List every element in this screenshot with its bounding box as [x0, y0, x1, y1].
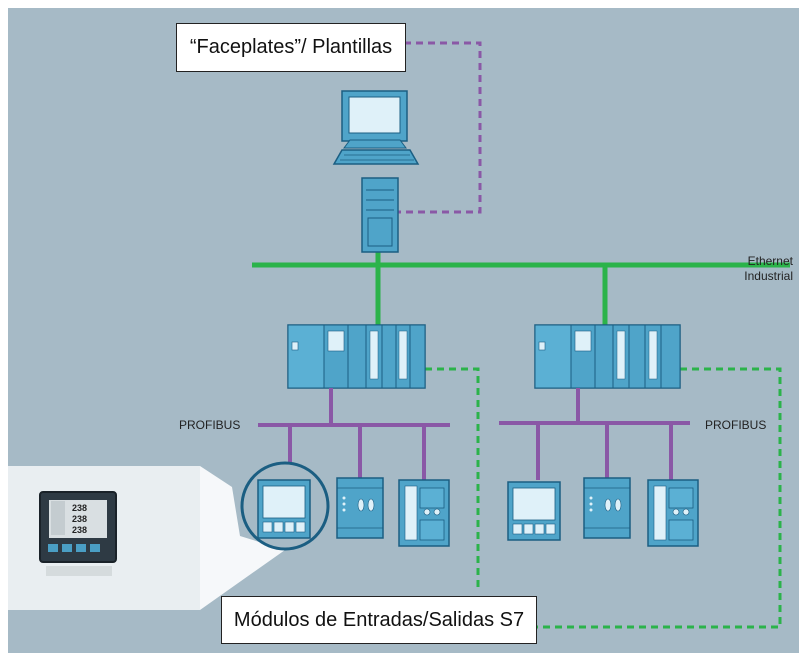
meter-reading-2: 238	[72, 514, 87, 524]
plc-rack-left	[287, 324, 426, 389]
meter-reflection	[46, 566, 112, 576]
meter-side-indicators	[51, 501, 65, 535]
meter-button-4	[90, 544, 100, 552]
io-module-left	[336, 477, 384, 539]
plc-rack-right	[534, 324, 681, 389]
meter-button-1	[48, 544, 58, 552]
power-meter-photo: 238 238 238	[39, 491, 117, 576]
switchgear-right	[647, 479, 699, 547]
meter-reading-3: 238	[72, 525, 87, 535]
server-tower	[361, 177, 399, 253]
switchgear-left	[398, 479, 450, 547]
io-link-right	[535, 367, 782, 629]
io-modules-label: Módulos de Entradas/Salidas S7	[221, 596, 537, 644]
faceplates-label: “Faceplates”/ Plantillas	[176, 23, 406, 72]
profibus-left-label: PROFIBUS	[179, 418, 241, 432]
ethernet-label: Ethernet Industrial	[744, 254, 793, 284]
power-meter-left	[257, 479, 311, 539]
pc-stand	[343, 139, 407, 149]
io-module-right	[583, 477, 631, 539]
server-body	[361, 177, 399, 253]
plc-right-psu	[534, 324, 572, 389]
zoom-callout-wedge	[200, 466, 285, 610]
pc-workstation	[332, 90, 420, 165]
pc-screen	[348, 96, 401, 134]
profibus-right-label: PROFIBUS	[705, 418, 767, 432]
meter-reading-1: 238	[72, 503, 87, 513]
io-link-left	[425, 367, 480, 592]
pc-keyboard	[332, 149, 420, 165]
meter-button-2	[62, 544, 72, 552]
ethernet-label-line1: Ethernet	[747, 254, 793, 268]
plc-left-psu	[287, 324, 325, 389]
ethernet-label-line2: Industrial	[744, 269, 793, 283]
power-meter-right	[507, 481, 561, 541]
faceplate-link	[398, 41, 482, 214]
meter-button-3	[76, 544, 86, 552]
